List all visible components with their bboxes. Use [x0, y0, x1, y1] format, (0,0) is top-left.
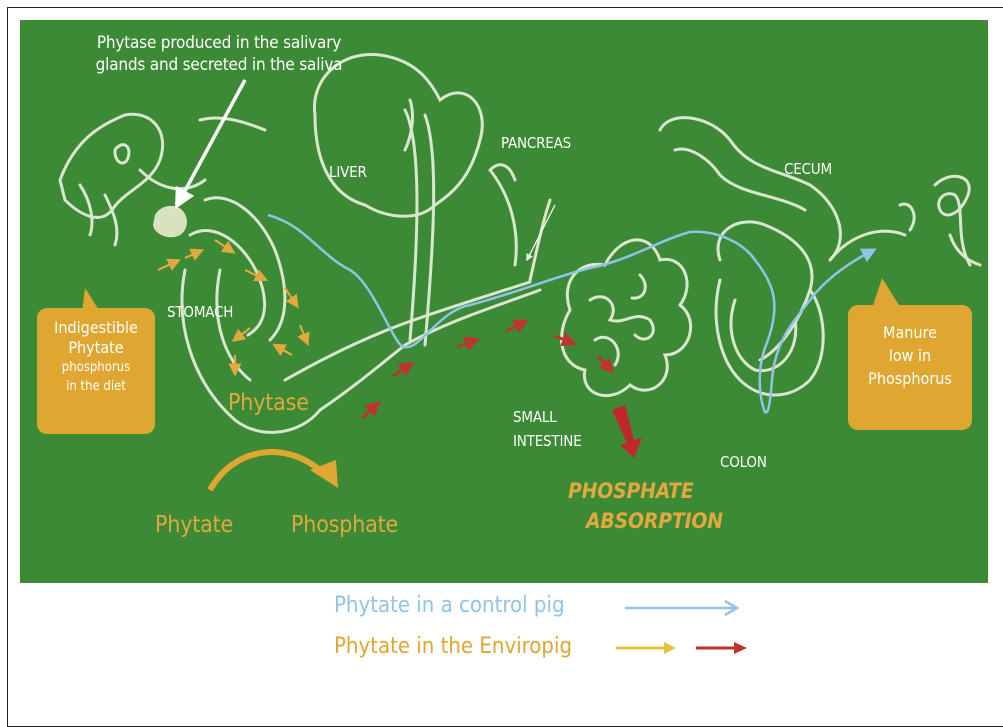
enviropig-arrows — [362, 323, 609, 418]
chalk-outline — [60, 54, 980, 432]
salivary-pointer-arrow — [180, 80, 245, 200]
reaction-to-label: Phosphate — [291, 512, 398, 538]
indigestible-line1: Indigestible — [37, 318, 155, 338]
small-intestine-line1: SMALL — [513, 405, 581, 429]
manure-low-phosphorus-box: Manure low in Phosphorus — [848, 305, 972, 430]
stomach-label: STOMACH — [167, 303, 233, 321]
digestive-tract-drawing — [20, 20, 988, 583]
phosphate-absorption-label: PHOSPHATE ABSORPTION — [568, 476, 723, 536]
reaction-curve — [210, 452, 325, 490]
indigestible-line3: phosphorus — [37, 358, 155, 377]
salivary-label-line2: glands and secreted in the saliva — [69, 54, 369, 76]
manure-line3: Phosphorus — [848, 367, 972, 390]
indigestible-line4: in the diet — [37, 377, 155, 396]
pancreas-label: PANCREAS — [501, 134, 571, 152]
reaction-from-label: Phytate — [155, 512, 233, 538]
legend-enviropig-label: Phytate in the Enviropig — [334, 634, 572, 659]
diagram-board: Phytase produced in the salivary glands … — [20, 20, 988, 583]
indigestible-phytate-box: Indigestible Phytate phosphorus in the d… — [37, 308, 155, 434]
manure-line1: Manure — [848, 321, 972, 344]
legend-enviropig-arrows — [614, 636, 754, 660]
manure-line2: low in — [848, 344, 972, 367]
phytase-enzyme-label: Phytase — [228, 390, 309, 416]
salivary-gland-blob — [153, 206, 187, 237]
absorption-line2: ABSORPTION — [568, 506, 723, 536]
absorption-arrow — [612, 405, 642, 458]
small-intestine-label: SMALL INTESTINE — [513, 405, 581, 453]
salivary-label: Phytase produced in the salivary glands … — [69, 32, 369, 76]
colon-label: COLON — [720, 453, 767, 471]
pancreas-pointer-arrow — [528, 205, 555, 258]
indigestible-line2: Phytate — [37, 338, 155, 358]
liver-label: LIVER — [329, 163, 367, 181]
cecum-label: CECUM — [784, 160, 832, 178]
legend-control-arrow — [623, 596, 743, 620]
legend-control-label: Phytate in a control pig — [334, 593, 565, 618]
salivary-label-line1: Phytase produced in the salivary — [69, 32, 369, 54]
small-intestine-line2: INTESTINE — [513, 429, 581, 453]
absorption-line1: PHOSPHATE — [568, 476, 723, 506]
